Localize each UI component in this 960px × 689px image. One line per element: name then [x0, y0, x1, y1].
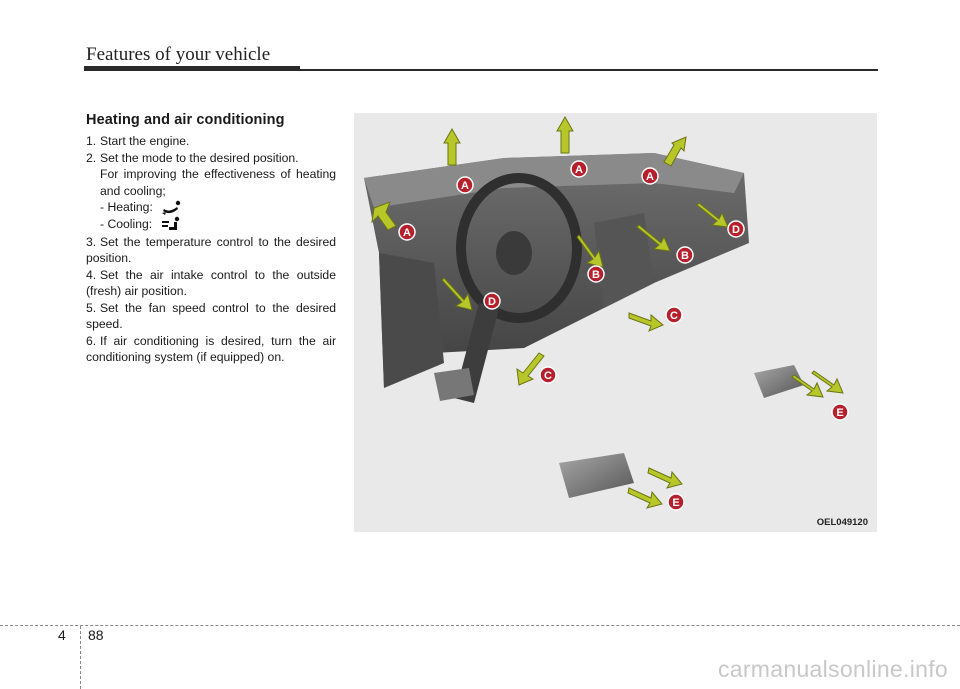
step-2: 2.Set the mode to the desired position.: [86, 150, 299, 165]
airflow-arrow: [628, 312, 664, 332]
site-watermark: carmanualsonline.info: [717, 656, 948, 682]
step-1: 1.Start the engine.: [86, 134, 190, 148]
label-e-2: E: [667, 493, 685, 511]
instructions-column: Heating and air conditioning 1.Start the…: [86, 112, 336, 366]
footer-rule: [0, 625, 960, 626]
svg-text:C: C: [544, 370, 552, 382]
airflow-arrow: [556, 115, 574, 154]
header-rule-thin: [300, 69, 878, 71]
header-rule-thick: [84, 66, 300, 71]
step-4: 4.Set the air intake control to the outs…: [86, 267, 336, 299]
step-2-note: For improving the effectiveness of heati…: [100, 167, 336, 198]
svg-text:B: B: [681, 250, 689, 262]
airflow-arrow: [371, 201, 397, 231]
svg-text:B: B: [592, 269, 600, 281]
label-c-2: C: [539, 366, 557, 384]
airflow-arrow: [516, 352, 545, 386]
label-b-1: B: [587, 265, 605, 283]
label-a-1: A: [398, 223, 416, 241]
svg-text:A: A: [575, 164, 583, 176]
cooling-label: - Cooling:: [100, 217, 153, 231]
label-b-2: B: [676, 246, 694, 264]
airflow-arrow: [663, 136, 687, 167]
step-3: 3.Set the temperature control to the des…: [86, 234, 336, 266]
airflow-arrow: [443, 127, 461, 166]
cooling-mode-icon: [161, 216, 179, 230]
airflow-arrow: [647, 467, 683, 489]
svg-text:E: E: [836, 407, 843, 419]
label-a-4: A: [641, 167, 659, 185]
airflow-arrows: [371, 115, 844, 509]
figure-code: OEL049120: [816, 517, 868, 528]
airflow-arrow: [811, 370, 844, 394]
airflow-arrow: [636, 224, 671, 252]
chapter-number: 4: [58, 627, 66, 643]
svg-text:A: A: [403, 227, 411, 239]
airflow-arrow: [627, 487, 663, 509]
step-6: 6.If air conditioning is desired, turn t…: [86, 333, 336, 365]
heating-label: - Heating:: [100, 200, 153, 214]
label-d-1: D: [727, 220, 745, 238]
svg-text:D: D: [488, 296, 496, 308]
svg-text:E: E: [672, 497, 679, 509]
step-5: 5.Set the fan speed control to the desir…: [86, 300, 336, 332]
label-c-1: C: [665, 306, 683, 324]
airflow-arrow: [696, 202, 729, 228]
svg-text:A: A: [646, 171, 654, 183]
airflow-arrow: [791, 374, 824, 398]
section-heading: Heating and air conditioning: [86, 112, 285, 128]
heating-mode-icon: [162, 200, 181, 215]
airflow-labels: A A A A B B C C D D E E: [398, 160, 849, 511]
dashboard-airflow-illustration: A A A A B B C C D D E E OEL049120: [354, 113, 877, 532]
page-header-title: Features of your vehicle: [86, 44, 271, 65]
label-a-3: A: [570, 160, 588, 178]
label-d-2: D: [483, 292, 501, 310]
footer-divider: [80, 626, 81, 689]
label-a-2: A: [456, 176, 474, 194]
airflow-arrow: [576, 234, 604, 268]
dashboard-drawing: [364, 153, 804, 498]
svg-text:C: C: [670, 310, 678, 322]
airflow-arrow: [441, 277, 473, 311]
svg-text:D: D: [732, 224, 740, 236]
label-e-1: E: [831, 403, 849, 421]
heating-line: - Heating:: [86, 199, 336, 216]
page-number: 88: [88, 627, 104, 643]
svg-text:A: A: [461, 180, 469, 192]
cooling-line: - Cooling:: [86, 216, 336, 234]
